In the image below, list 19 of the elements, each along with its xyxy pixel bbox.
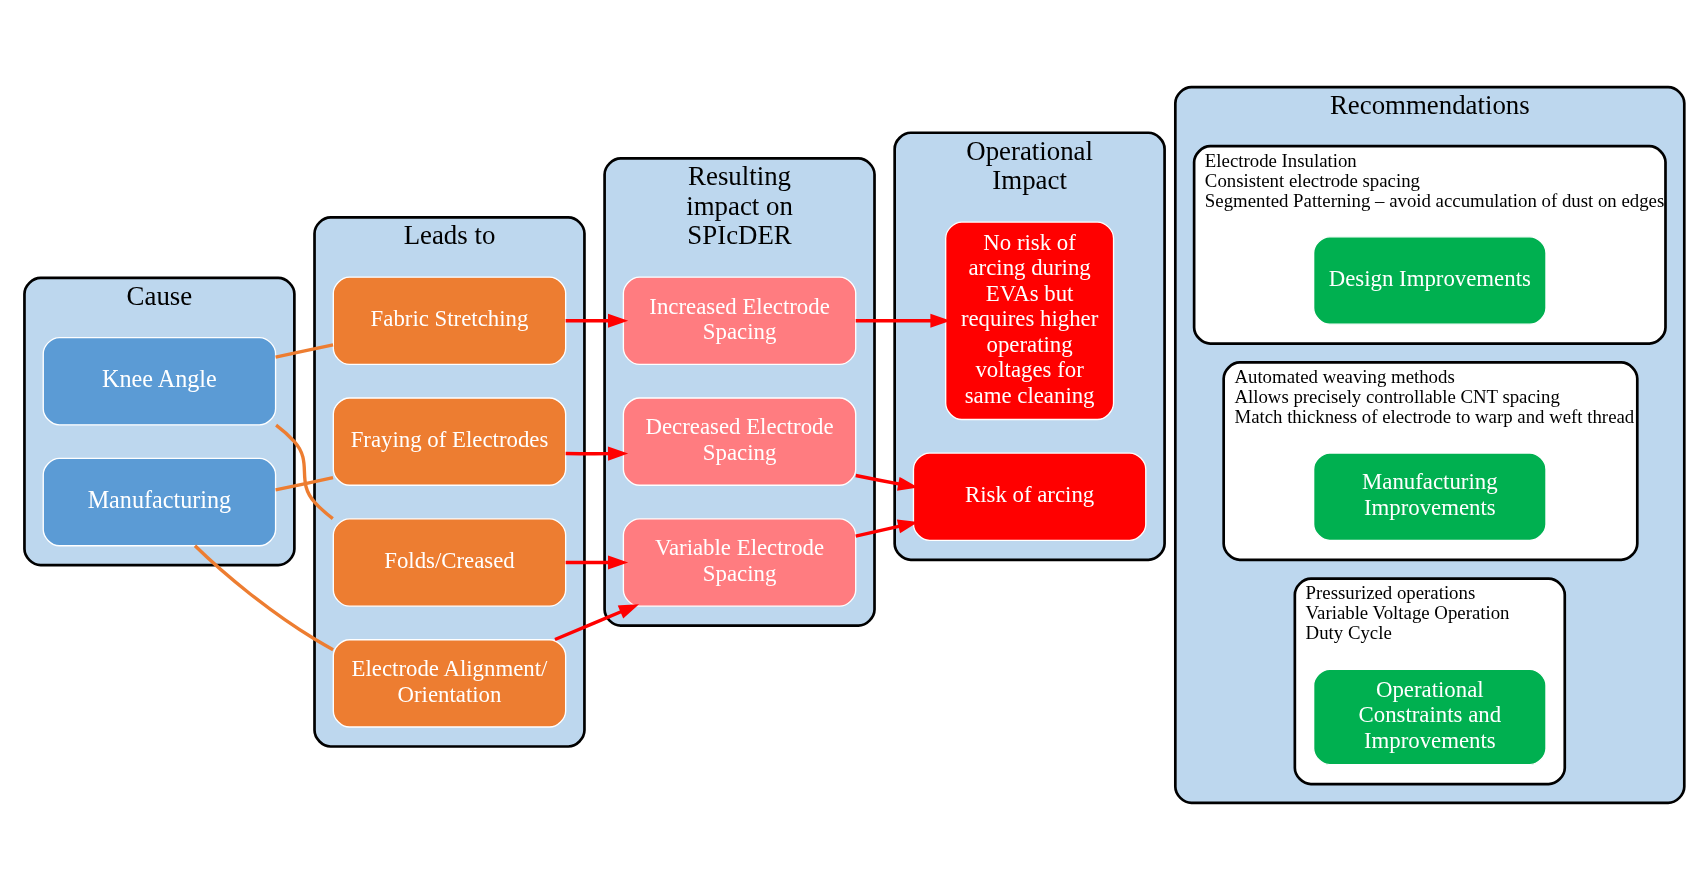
connector bbox=[275, 476, 334, 492]
node-box: Electrode Alignment/ Orientation bbox=[332, 639, 567, 728]
node-box: Knee Angle bbox=[42, 336, 277, 426]
node-box: Design Improvements bbox=[1313, 236, 1547, 325]
arrow bbox=[554, 604, 640, 642]
arrow bbox=[565, 446, 629, 461]
node-box: Variable Electrode Spacing bbox=[622, 518, 857, 607]
node-box: No risk of arcing during EVAs but requires higher operating voltages for same cleaning bbox=[945, 221, 1115, 421]
arrow bbox=[565, 313, 629, 328]
arrow bbox=[565, 555, 629, 570]
node-box: Operational Constraints and Improvements bbox=[1313, 668, 1547, 766]
node-box: Folds/Creased bbox=[332, 518, 567, 607]
node-box: Fabric Stretching bbox=[332, 276, 567, 366]
node-box: Increased Electrode Spacing bbox=[622, 276, 857, 366]
node-box: Manufacturing Improvements bbox=[1313, 452, 1547, 541]
node-box: Decreased Electrode Spacing bbox=[622, 397, 857, 486]
node-box: Fraying of Electrodes bbox=[332, 397, 567, 486]
node-box: Manufacturing bbox=[42, 457, 277, 547]
node-box: Risk of arcing bbox=[912, 452, 1147, 541]
